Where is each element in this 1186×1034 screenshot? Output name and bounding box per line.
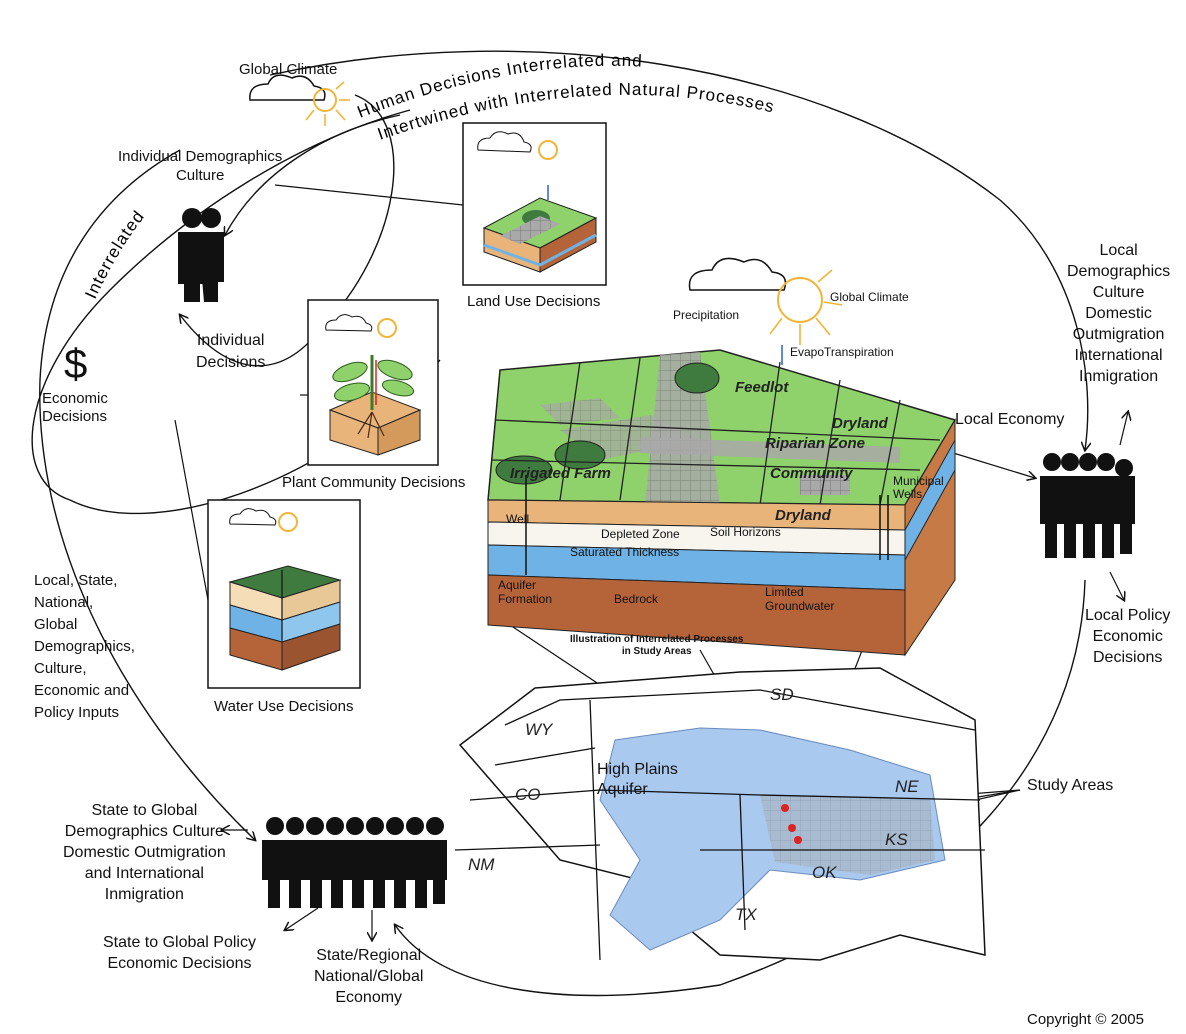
dryland-top-label: Dryland	[832, 415, 889, 432]
irrigated-farm-label: Irrigated Farm	[510, 465, 611, 482]
left-cycle-arc	[39, 149, 255, 840]
state-nm: NM	[468, 855, 495, 874]
state-population-icon	[262, 817, 447, 908]
soil-horizons-label: Soil Horizons	[710, 525, 781, 539]
evapotranspiration-label: EvapoTranspiration	[790, 345, 894, 359]
saturated-thickness-label: Saturated Thickness	[570, 545, 680, 559]
state-ne: NE	[895, 777, 919, 796]
well-label: Well	[506, 512, 530, 526]
study-area-block: Feedlot Dryland Riparian Zone Irrigated …	[487, 257, 957, 657]
state-ks: KS	[885, 830, 908, 849]
regional-economy-label: State/Regional National/Global Economy	[314, 947, 424, 1006]
aquifer-formation-label: Aquifer Formation	[498, 578, 553, 606]
land-use-label: Land Use Decisions	[467, 293, 601, 310]
municipal-wells-label: Municipal Wells	[893, 474, 944, 501]
global-inputs-label: Local, State, National, Global Demograph…	[34, 572, 135, 721]
global-climate-icon	[249, 74, 350, 126]
plant-community-label: Plant Community Decisions	[282, 474, 466, 491]
local-demographics-label: Local Demographics Culture Domestic Outm…	[1067, 242, 1171, 385]
global-climate-label: Global Climate	[239, 61, 338, 78]
community-label: Community	[770, 465, 853, 482]
dryland-bottom-label: Dryland	[775, 507, 832, 524]
individual-decisions-label: Individual Decisions	[196, 332, 266, 371]
arc-interrelated: Interrelated	[81, 207, 148, 302]
to-individual	[180, 315, 321, 367]
state-sd: SD	[770, 685, 794, 704]
us-map	[454, 667, 986, 961]
map-state-labels: SD WY NE CO KS NM OK TX	[468, 685, 919, 924]
state-ok: OK	[812, 863, 837, 882]
bottom-cycle-arc	[395, 579, 1086, 997]
state-policy-label: State to Global Policy Economic Decision…	[103, 934, 256, 972]
water-use-label: Water Use Decisions	[214, 698, 354, 715]
state-wy: WY	[525, 720, 554, 739]
limited-groundwater-label: Limited Groundwater	[765, 585, 835, 613]
high-plains-aquifer-label: High Plains Aquifer	[597, 761, 678, 798]
local-economy-label: Local Economy	[955, 411, 1065, 428]
plant-community-panel	[307, 299, 439, 466]
block-global-climate-label: Global Climate	[830, 290, 909, 304]
economic-decisions-label: Economic Decisions	[42, 390, 108, 425]
climate-to-people	[319, 94, 395, 331]
precipitation-label: Precipitation	[673, 308, 740, 322]
riparian-label: Riparian Zone	[765, 435, 865, 452]
local-community-icon	[1040, 453, 1135, 558]
feedlot-label: Feedlot	[735, 379, 789, 396]
individual-demographics-label: Individual Demographics Culture	[118, 148, 283, 184]
local-policy-label: Local Policy Economic Decisions	[1085, 607, 1171, 666]
depleted-zone-label: Depleted Zone	[601, 527, 680, 541]
bedrock-label: Bedrock	[614, 592, 659, 606]
state-demographics-label: State to Global Demographics Culture Dom…	[63, 802, 226, 903]
individual-people-icon	[178, 208, 224, 302]
interrelated-ellipse	[31, 109, 411, 501]
main-cycle	[31, 50, 1088, 997]
state-tx: TX	[735, 905, 757, 924]
block-caption: Illustration of Interrelated Processes i…	[570, 634, 744, 657]
land-use-panel	[462, 122, 607, 286]
water-use-panel	[207, 499, 361, 689]
study-areas-label: Study Areas	[1027, 777, 1114, 794]
inner-return-arc	[225, 114, 401, 235]
copyright-label: Copyright © 2005	[1027, 1011, 1144, 1028]
dollar-sign: $	[64, 340, 87, 387]
state-co: CO	[515, 785, 541, 804]
outer-cycle-arc	[269, 50, 1088, 450]
